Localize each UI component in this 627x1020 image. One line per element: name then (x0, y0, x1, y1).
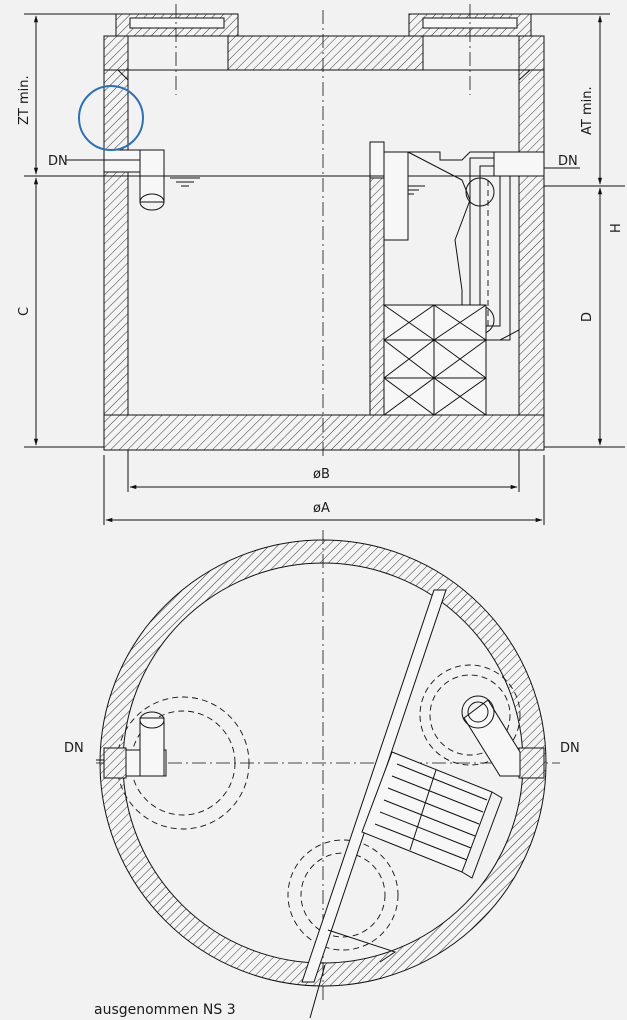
label-note: ausgenommen NS 3 (94, 1002, 236, 1018)
plan-view: DN DN ausgenommen NS 3 (64, 530, 580, 1019)
label-dn-inlet-plan: DN (64, 741, 84, 756)
water-level-left (170, 177, 200, 187)
label-d: D (580, 312, 595, 322)
label-h: H (609, 223, 624, 233)
plan-filter (361, 751, 503, 879)
bottom-dimensions (103, 450, 545, 525)
left-dimensions (24, 13, 116, 448)
highlight-circle (78, 85, 144, 151)
bottom-slab (103, 414, 545, 451)
plan-outlet-pipe (461, 695, 545, 779)
label-dia-b: øB (313, 467, 330, 482)
cover-slab-right (518, 35, 545, 71)
label-at-min: AT min. (580, 86, 595, 135)
label-dn-inlet-section: DN (48, 154, 68, 169)
right-wall (518, 35, 545, 451)
partition-wall (369, 177, 385, 416)
label-c: C (17, 307, 32, 316)
label-dn-outlet-section: DN (558, 154, 578, 169)
cover-slab-left (103, 35, 129, 71)
right-dimensions (531, 13, 625, 448)
left-wall (103, 35, 129, 451)
cover-slab-middle (227, 35, 424, 71)
label-zt-min: ZT min. (17, 75, 32, 125)
section-view: ZT min. C DN AT min. DN H D øB øA (17, 4, 625, 525)
filter-block (383, 304, 487, 416)
label-dn-outlet-plan: DN (560, 741, 580, 756)
inlet-pipe (103, 149, 165, 211)
plan-partition-wall (301, 589, 447, 983)
label-dia-a: øA (313, 501, 330, 516)
plan-inlet-pipe (103, 711, 167, 779)
